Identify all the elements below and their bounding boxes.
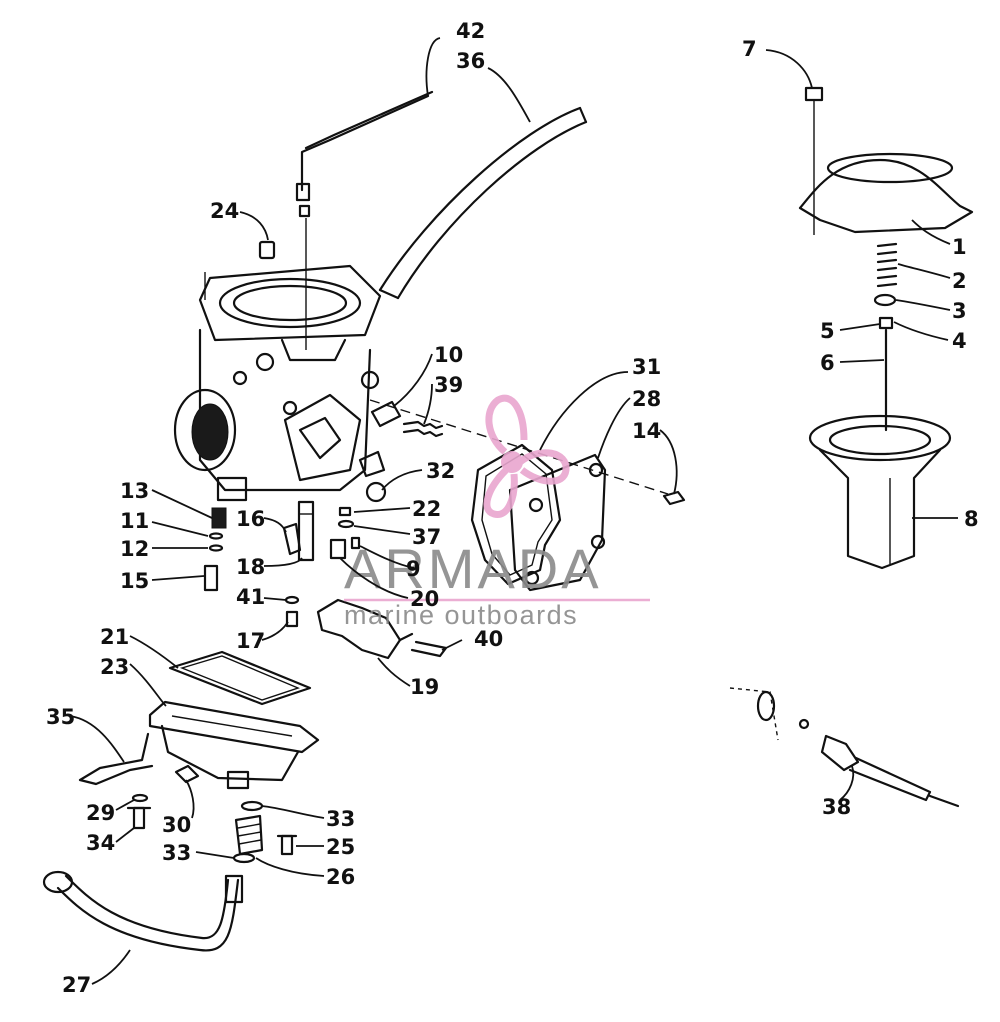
choke-cable-part <box>295 90 434 350</box>
callout-2: 2 <box>952 269 967 293</box>
top-cap-part <box>798 86 974 235</box>
callout-24: 24 <box>210 199 239 223</box>
callout-labels: 42 36 24 7 1 2 3 4 5 6 8 38 10 39 31 28 … <box>46 19 979 997</box>
fuel-line-part <box>42 870 244 952</box>
callout-4: 4 <box>952 329 967 353</box>
vent-hose-part <box>378 106 588 300</box>
callout-5: 5 <box>820 319 835 343</box>
callout-13: 13 <box>120 479 149 503</box>
leader-lines <box>69 37 958 985</box>
callout-1: 1 <box>952 235 967 259</box>
callout-35: 35 <box>46 705 75 729</box>
callout-26: 26 <box>326 865 355 889</box>
callout-14: 14 <box>632 419 661 443</box>
callout-33-lower: 33 <box>162 841 191 865</box>
callout-39: 39 <box>434 373 463 397</box>
callout-40: 40 <box>474 627 503 651</box>
bracket-part <box>78 732 154 830</box>
callout-22: 22 <box>412 497 441 521</box>
callout-27: 27 <box>62 973 91 997</box>
watermark-brand: ARMADA <box>344 537 602 600</box>
callout-41: 41 <box>236 585 265 609</box>
callout-19: 19 <box>410 675 439 699</box>
carburetor-body-part <box>173 264 386 502</box>
callout-11: 11 <box>120 509 149 533</box>
callout-23: 23 <box>100 655 129 679</box>
callout-37: 37 <box>412 525 441 549</box>
throttle-cable-part <box>729 687 960 808</box>
callout-9: 9 <box>406 557 421 581</box>
callout-32: 32 <box>426 459 455 483</box>
callout-30: 30 <box>162 813 191 837</box>
float-arm-part <box>316 598 448 660</box>
screw-32-part <box>365 481 387 503</box>
callout-29: 29 <box>86 801 115 825</box>
callout-20: 20 <box>410 587 439 611</box>
callout-33-upper: 33 <box>326 807 355 831</box>
cover-part <box>508 453 607 592</box>
propeller-logo-icon <box>483 394 570 518</box>
callout-25: 25 <box>326 835 355 859</box>
callout-38: 38 <box>822 795 851 819</box>
callout-42: 42 <box>456 19 485 43</box>
watermark-tagline: marine outboards <box>344 600 578 630</box>
throttle-slide-part <box>808 414 952 570</box>
callout-3: 3 <box>952 299 967 323</box>
callout-17: 17 <box>236 629 265 653</box>
callout-31: 31 <box>632 355 661 379</box>
gasket-part <box>470 443 562 586</box>
pilot-jet-part <box>203 507 227 592</box>
callout-16: 16 <box>236 507 265 531</box>
callout-36: 36 <box>456 49 485 73</box>
throttle-spring-part <box>873 242 898 432</box>
float-bowl-part <box>148 700 320 790</box>
plug-part <box>258 240 276 260</box>
callout-7: 7 <box>742 37 757 61</box>
callout-15: 15 <box>120 569 149 593</box>
callout-18: 18 <box>236 555 265 579</box>
callout-28: 28 <box>632 387 661 411</box>
callout-6: 6 <box>820 351 835 375</box>
callout-34: 34 <box>86 831 115 855</box>
callout-8: 8 <box>964 507 979 531</box>
bowl-gasket-part <box>168 650 312 706</box>
drain-plug-part <box>174 764 200 784</box>
callout-21: 21 <box>100 625 129 649</box>
armada-watermark: ARMADA marine outboards <box>344 394 650 630</box>
callout-12: 12 <box>120 537 149 561</box>
callout-10: 10 <box>434 343 463 367</box>
jet-cluster-part <box>329 506 361 560</box>
